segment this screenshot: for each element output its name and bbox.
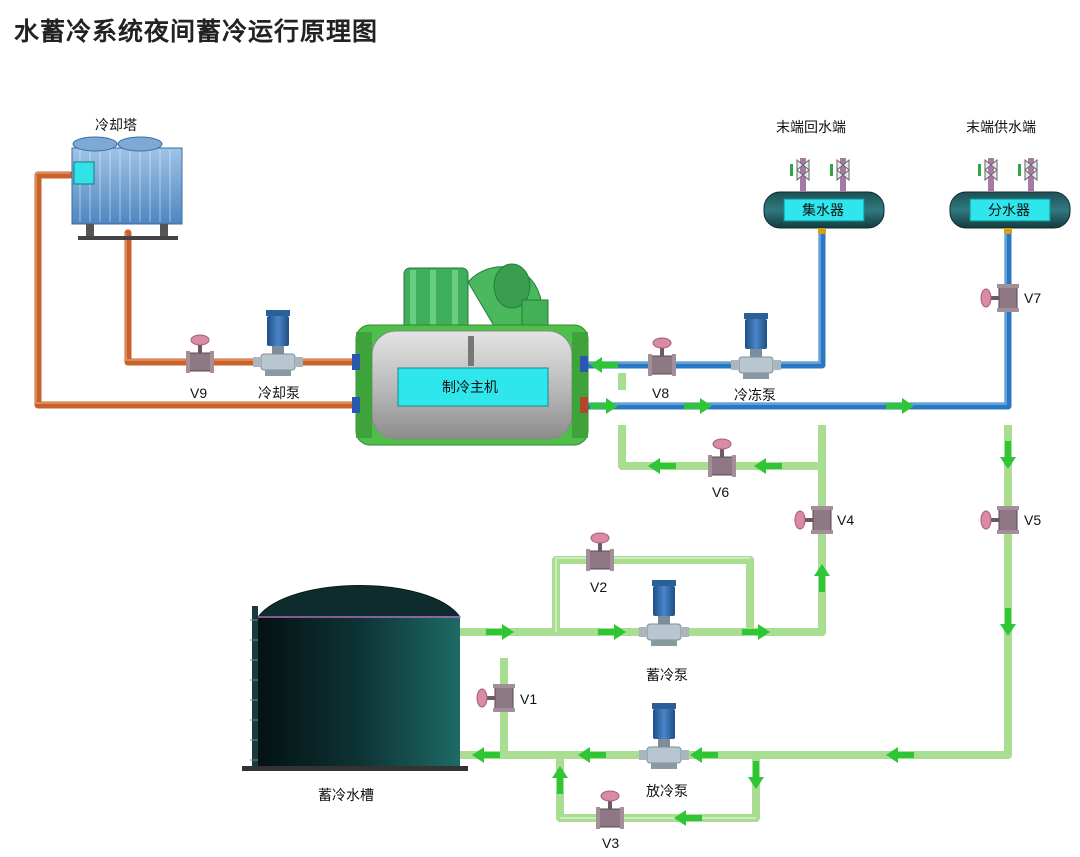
water-distributor	[949, 158, 1071, 234]
chilled-pump	[730, 312, 782, 380]
water-collector	[763, 158, 885, 234]
storage-pump	[638, 579, 690, 647]
collector-label: 集水器	[802, 202, 844, 219]
cooling-tower	[71, 136, 183, 240]
valve-v6-label: V6	[712, 484, 729, 500]
valve-v9-label: V9	[190, 385, 207, 401]
cooling-tower-label: 冷却塔	[95, 118, 137, 134]
valve-v1-label: V1	[520, 691, 537, 707]
terminal-return-label: 末端回水端	[776, 120, 846, 136]
valve-v2-label: V2	[590, 579, 607, 595]
valve-v6	[707, 438, 737, 478]
chiller-label: 制冷主机	[442, 380, 498, 396]
valve-v7	[980, 283, 1020, 313]
page-title: 水蓄冷系统夜间蓄冷运行原理图	[14, 17, 379, 46]
valve-v8	[647, 337, 677, 377]
valve-v7-label: V7	[1024, 290, 1041, 306]
valve-v9	[185, 334, 215, 374]
valve-v8-label: V8	[652, 385, 669, 401]
terminal-supply-label: 末端供水端	[966, 120, 1036, 136]
cooling-pump	[252, 309, 304, 377]
distributor-label: 分水器	[988, 203, 1030, 219]
valve-v5	[980, 505, 1020, 535]
storage-tank	[242, 585, 468, 771]
valve-v5-label: V5	[1024, 512, 1041, 528]
chilled-pump-label: 冷冻泵	[734, 387, 776, 404]
chilled-water-pipes	[588, 230, 1012, 410]
valve-v3	[595, 790, 625, 830]
cooling-pump-label: 冷却泵	[258, 386, 300, 402]
valve-v4	[794, 505, 834, 535]
discharge-pump-label: 放冷泵	[646, 784, 688, 800]
storage-pump-label: 蓄冷泵	[646, 668, 688, 684]
chiller-unit	[352, 263, 589, 446]
valve-v2	[585, 532, 615, 572]
valve-v4-label: V4	[837, 512, 854, 528]
discharge-pump	[638, 702, 690, 770]
valve-v3-label: V3	[602, 835, 619, 851]
valve-v1	[476, 683, 516, 713]
storage-tank-label: 蓄冷水槽	[318, 788, 374, 804]
